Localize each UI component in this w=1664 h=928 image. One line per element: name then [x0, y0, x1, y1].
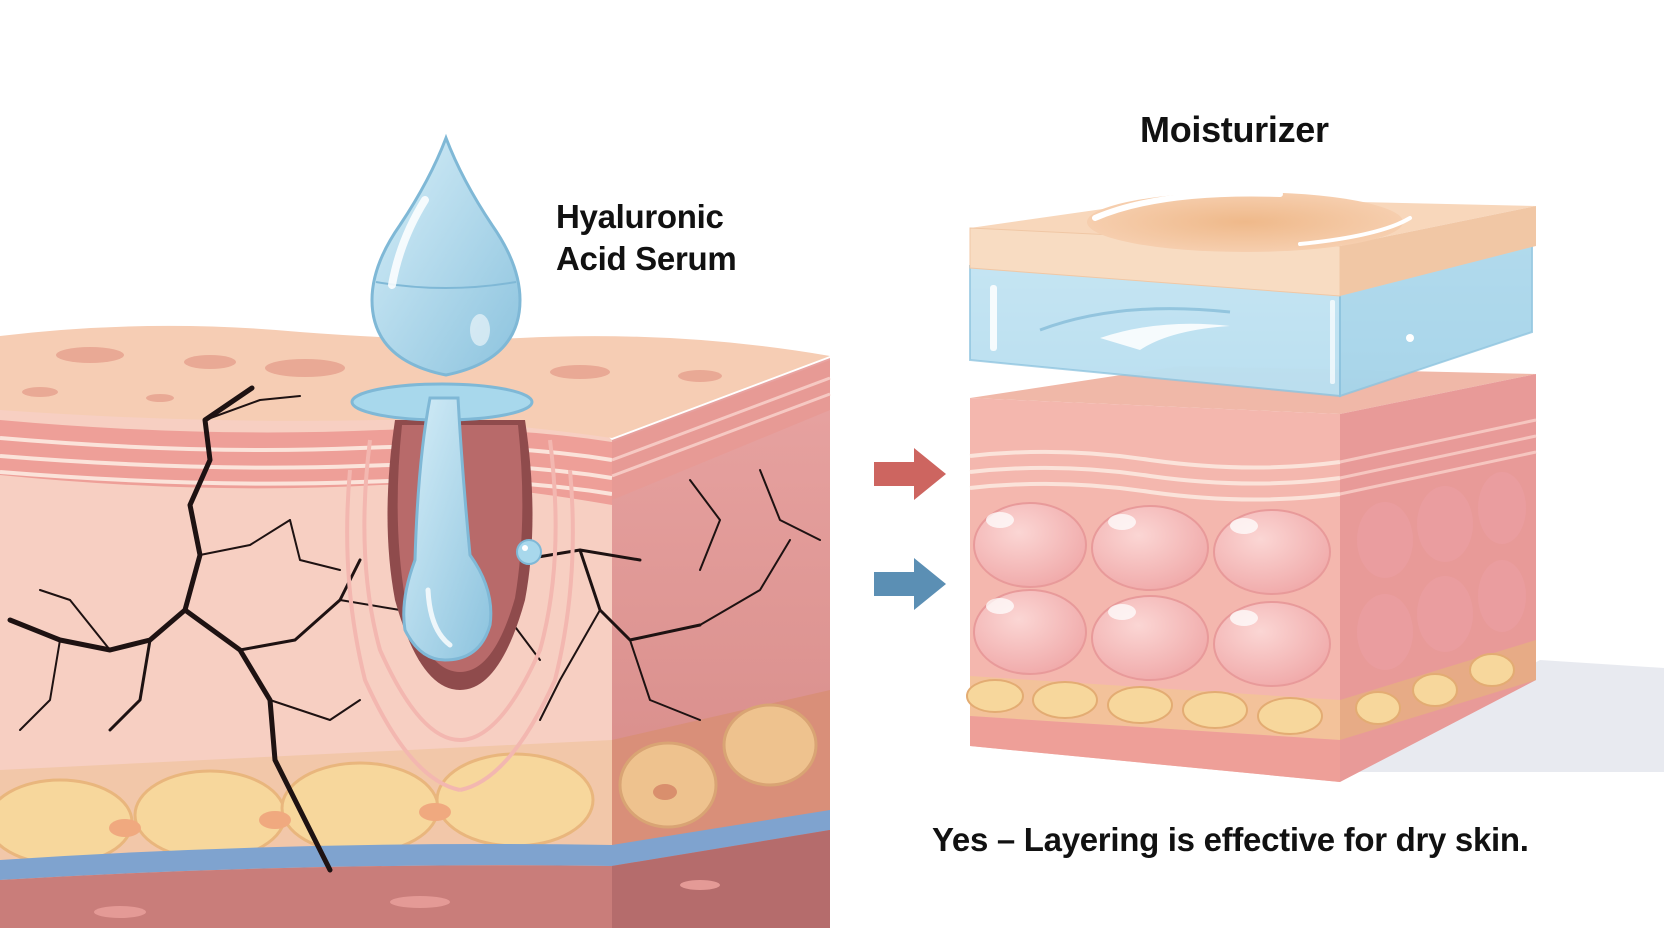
- channel-contour-lines: [345, 439, 575, 792]
- serum-label-line1: Hyaluronic: [556, 198, 724, 235]
- serum-label: Hyaluronic Acid Serum: [556, 196, 737, 280]
- dry-skin-block: [0, 325, 831, 928]
- fat-cells-left: [0, 690, 830, 870]
- hydrated-skin-block: [966, 366, 1537, 782]
- moisturizer-label: Moisturizer: [1140, 109, 1329, 150]
- block-shadow: [1340, 660, 1664, 772]
- serum-bubble: [516, 539, 542, 565]
- water-droplet-icon: [370, 133, 522, 377]
- dry-cracks: [7, 385, 821, 873]
- caption-text: Yes – Layering is effective for dry skin…: [932, 821, 1529, 858]
- serum-stream: [402, 396, 493, 662]
- arrow-right-icon: [874, 448, 946, 500]
- moisturizer-layer: [969, 190, 1536, 297]
- arrow-right-icon: [874, 558, 946, 610]
- plump-cells: [973, 472, 1526, 687]
- vessel-band: [0, 810, 830, 880]
- surface-pores: [22, 347, 722, 402]
- skin-top-surface: [0, 325, 830, 438]
- serum-label-line2: Acid Serum: [556, 240, 737, 277]
